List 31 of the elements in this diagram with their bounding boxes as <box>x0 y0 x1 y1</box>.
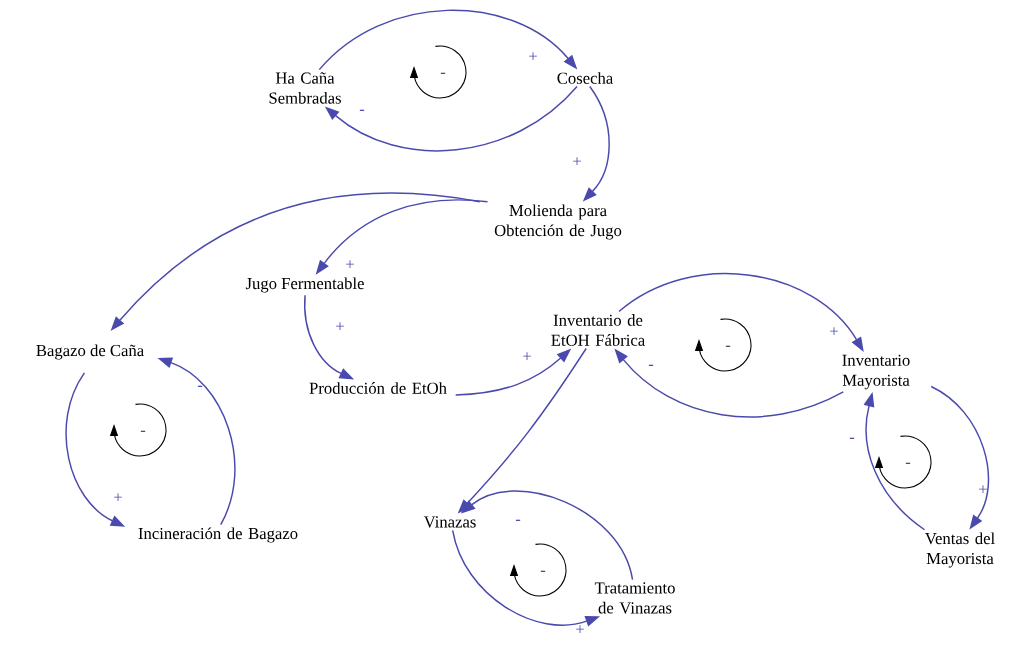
loop-sign: - <box>140 430 146 432</box>
polarity-sign: + <box>576 625 584 634</box>
polarity-sign: + <box>830 327 838 336</box>
polarity-sign: - <box>849 437 855 439</box>
variable-label: Ventas del Mayorista <box>925 532 995 568</box>
polarity-sign: + <box>346 260 354 269</box>
polarity-sign: + <box>336 322 344 331</box>
variable-label: Molienda para Obtención de Jugo <box>494 204 622 240</box>
variable-label: Bagazo de Caña <box>36 344 144 360</box>
polarity-sign: - <box>359 109 365 111</box>
loop-sign: - <box>905 462 911 464</box>
polarity-sign: - <box>197 385 203 387</box>
loop-sign: - <box>540 570 546 572</box>
loop-sign: - <box>725 345 731 347</box>
variable-label: Producción de EtOh <box>309 382 447 394</box>
polarity-sign: + <box>529 52 537 61</box>
variable-label: Inventario Mayorista <box>842 354 910 390</box>
polarity-sign: + <box>979 485 987 494</box>
polarity-sign: + <box>523 352 531 361</box>
variable-label: Jugo Fermentable <box>245 277 364 293</box>
variable-label: Ha Caña Sembradas <box>269 72 341 104</box>
polarity-sign: + <box>573 157 581 166</box>
polarity-sign: - <box>515 519 521 521</box>
variable-label: Inventario de EtOH Fábrica <box>551 314 645 346</box>
variable-label: Vinazas <box>423 516 476 528</box>
polarity-sign: + <box>114 493 122 502</box>
variable-label: Tratamiento de Vinazas <box>594 582 675 614</box>
polarity-sign: - <box>648 364 654 366</box>
loop-sign: - <box>440 72 446 74</box>
variable-label: Cosecha <box>557 72 613 84</box>
variable-label: Incineración de Bagazo <box>138 527 298 543</box>
